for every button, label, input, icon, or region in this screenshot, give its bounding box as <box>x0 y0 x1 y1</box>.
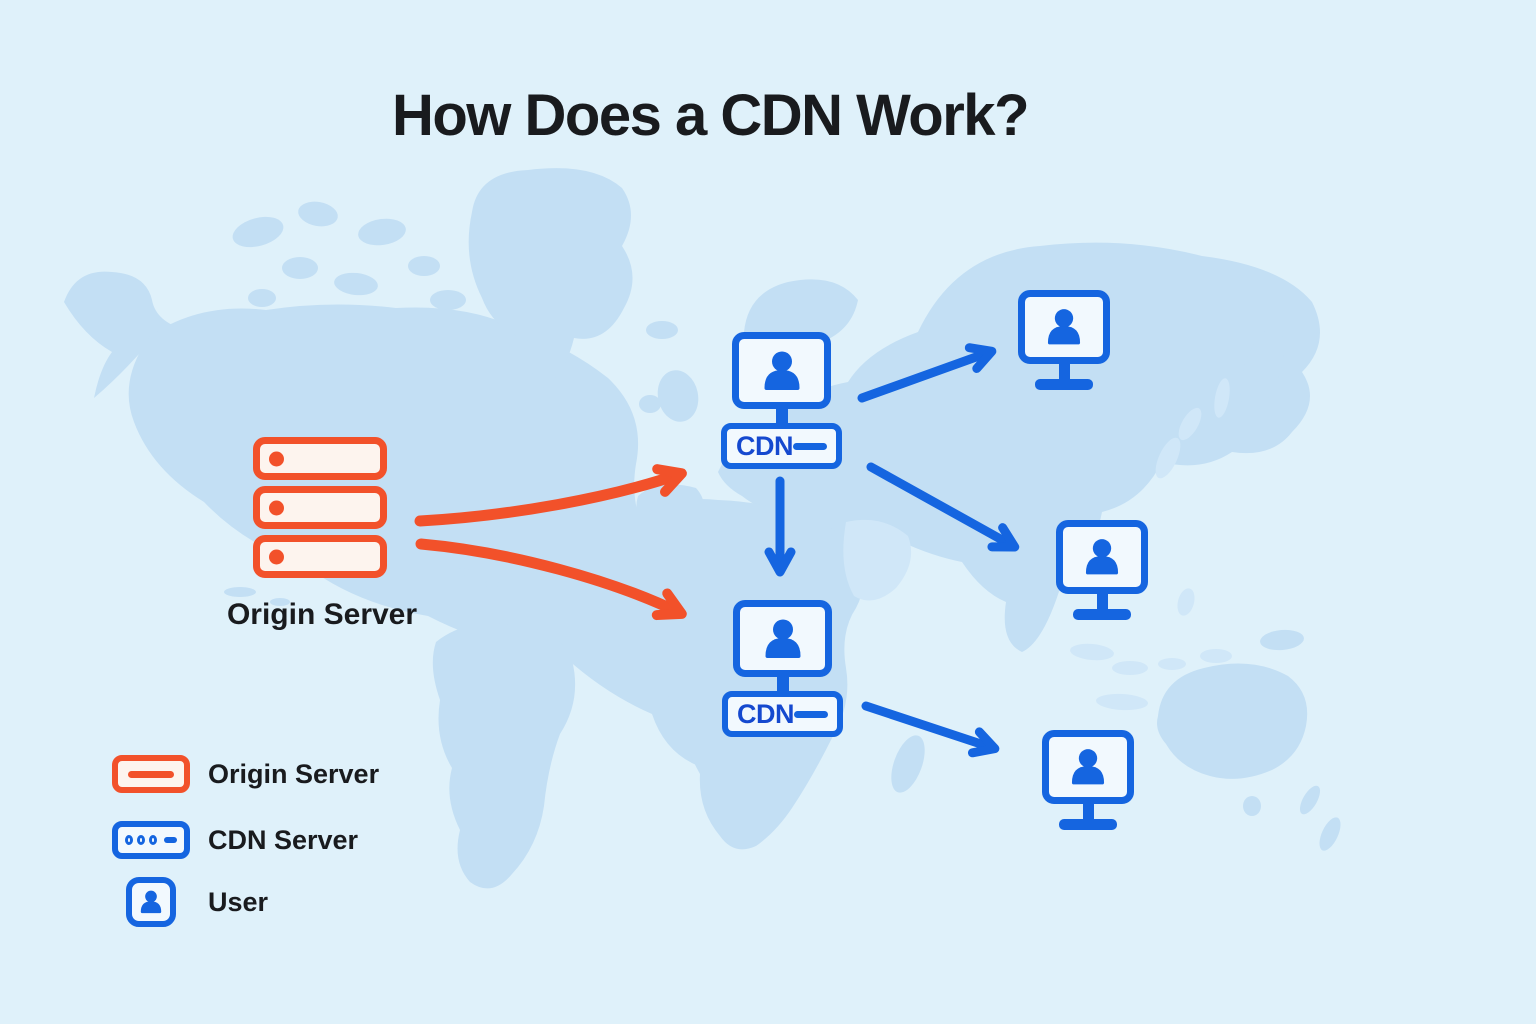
map-britain <box>657 370 699 422</box>
server-rack-row <box>253 437 387 480</box>
server-rack-row <box>253 535 387 578</box>
server-led-icon <box>269 500 284 515</box>
legend-item-origin-server: Origin Server <box>112 755 379 793</box>
cdn-label-box: CDN <box>722 691 843 737</box>
map-alaska <box>64 271 232 398</box>
map-caribbean <box>224 587 256 597</box>
monitor-stem <box>776 677 789 691</box>
arrow-origin-to-cdn-2 <box>415 538 687 621</box>
arrow-cdn-1-to-user-2 <box>866 462 1020 552</box>
page-title: How Does a CDN Work? <box>391 83 1030 148</box>
map-south-america <box>432 623 576 889</box>
cdn-server-icon <box>112 821 190 859</box>
user-person-icon <box>137 888 165 916</box>
map-greenland <box>468 168 633 388</box>
user-person-icon <box>1066 745 1110 789</box>
user-3 <box>1042 730 1134 830</box>
map-indonesia <box>1070 643 1114 661</box>
legend-label: Origin Server <box>208 758 380 789</box>
map-arabia <box>843 519 912 601</box>
monitor-icon <box>1018 290 1110 364</box>
map-new-guinea <box>1260 629 1304 651</box>
server-led-icon <box>269 549 284 564</box>
monitor-stand <box>1058 364 1070 379</box>
user-1 <box>1018 290 1110 390</box>
legend-item-user: User <box>112 877 268 927</box>
origin-server-label: Origin Server <box>226 598 418 631</box>
legend-label: User <box>208 886 269 917</box>
map-australia <box>1157 663 1308 779</box>
server-led-icon <box>269 451 284 466</box>
origin-server-icon <box>112 755 190 793</box>
map-new-zealand <box>1299 785 1321 815</box>
arrow-origin-to-cdn-1 <box>414 464 687 527</box>
cdn-dash-icon <box>793 442 827 450</box>
user-person-icon <box>759 615 807 663</box>
monitor-icon <box>733 600 832 677</box>
cdn-server-1: CDN <box>721 332 842 469</box>
monitor-icon <box>1042 730 1134 804</box>
legend-label: CDN Server <box>208 824 359 855</box>
cdn-dash-icon <box>794 710 828 718</box>
user-person-icon <box>1042 305 1086 349</box>
legend-item-cdn-server: CDN Server <box>112 821 358 859</box>
map-north-america <box>128 304 742 769</box>
cdn-label: CDN <box>736 430 794 461</box>
map-tasmania <box>1243 796 1261 816</box>
user-2 <box>1056 520 1148 620</box>
map-iceland <box>646 321 678 339</box>
user-person-icon <box>758 347 806 395</box>
monitor-stem <box>775 409 788 423</box>
monitor-icon <box>1056 520 1148 594</box>
arrow-cdn-1-to-user-1 <box>857 343 997 403</box>
arrow-cdn-2-to-user-3 <box>861 701 1000 758</box>
monitor-stand <box>1082 804 1094 819</box>
cdn-label-box: CDN <box>721 423 842 469</box>
origin-server-node <box>253 437 387 578</box>
user-icon <box>126 877 176 927</box>
map-kamchatka <box>1240 327 1284 413</box>
cdn-server-2: CDN <box>722 600 843 737</box>
map-madagascar <box>891 735 925 793</box>
monitor-base <box>1059 819 1117 830</box>
monitor-icon <box>732 332 831 409</box>
user-person-icon <box>1080 535 1124 579</box>
monitor-base <box>1073 609 1131 620</box>
cdn-label: CDN <box>737 698 795 729</box>
monitor-base <box>1035 379 1093 390</box>
server-rack-row <box>253 486 387 529</box>
monitor-stand <box>1096 594 1108 609</box>
map-arctic-islands <box>232 216 284 248</box>
map-japan <box>1155 437 1181 479</box>
